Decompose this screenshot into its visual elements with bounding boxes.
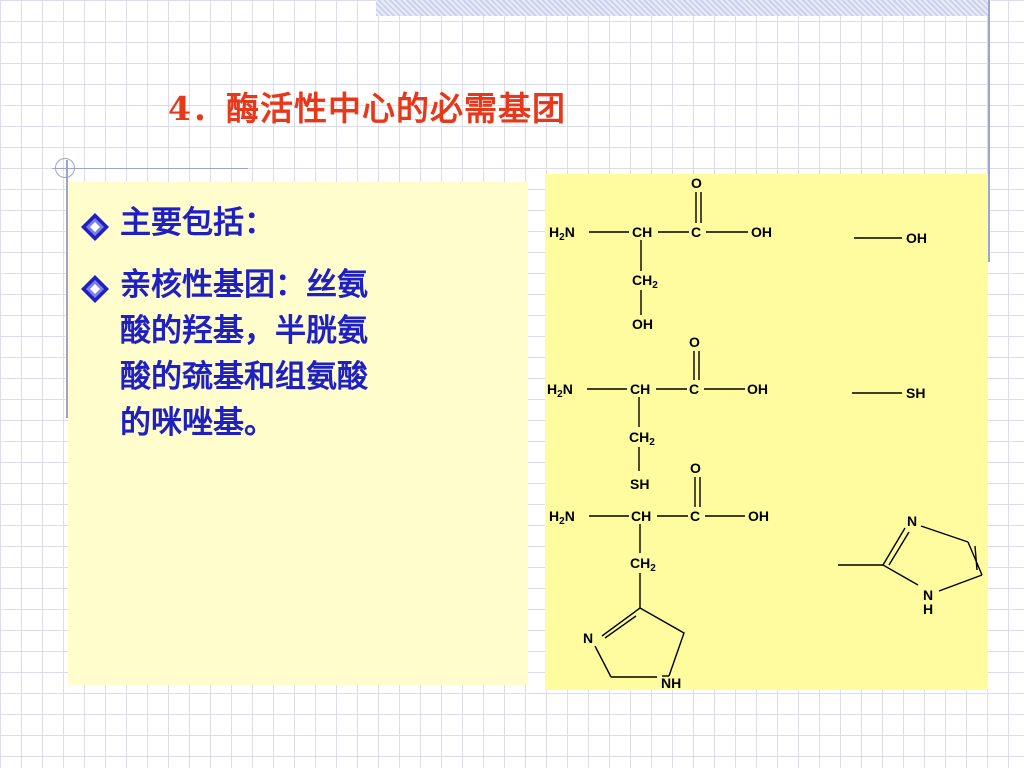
decorative-top-band [376,0,990,16]
decorative-circle-icon [55,158,75,178]
hydroxyl-label: OH [906,230,927,246]
decorative-left-rule [66,160,68,418]
imidazole-n-top: N [907,513,917,529]
structures-svg: O H2N CH C OH CH2 OH O H2N CH C OH [547,175,983,690]
decorative-right-rule [988,0,990,262]
cysteine-amine: H2N [547,381,573,400]
bullet-text-box: 主要包括： 亲核性基团：丝氨 酸的羟基，半胱氨 酸的巯基和组氨酸 的咪唑基。 [68,182,528,685]
amino-acid-structures-figure: O H2N CH C OH CH2 OH O H2N CH C OH [545,174,988,690]
serine-ch2: CH2 [632,272,658,291]
imidazole-n-bottom: N [923,587,933,603]
hydroxyl-group: OH [854,230,927,246]
serine-amine: H2N [549,224,575,243]
cysteine-carboxyl-oh: OH [747,381,768,397]
bullet-item-1: 主要包括： [80,200,500,246]
slide-title: 4．酶活性中心的必需基团 [168,89,566,128]
histidine-ring-nh: NH [661,675,681,690]
histidine-ch2: CH2 [630,555,656,574]
histidine-ring-n: N [583,630,593,646]
bullet-text: 主要包括： [120,205,275,241]
bullet-item-2: 亲核性基团：丝氨 酸的羟基，半胱氨 酸的巯基和组氨酸 的咪唑基。 [80,262,500,446]
imidazole-h: H [923,601,933,617]
serine-alpha-ch: CH [632,224,652,240]
serine-carboxyl-oh: OH [751,224,772,240]
histidine-alpha-ch: CH [631,508,651,524]
cysteine-side-chain: SH [630,476,649,492]
diamond-bullet-icon [81,275,109,303]
serine-carboxyl-c: C [691,224,701,240]
decorative-horizontal-rule [52,168,248,169]
sulfhydryl-label: SH [906,385,925,401]
serine-carbonyl-o: O [691,175,702,191]
sulfhydryl-group: SH [852,385,925,401]
cysteine-ch2: CH2 [629,429,655,448]
imidazole-group: N N H [838,513,983,617]
histidine-carboxyl-oh: OH [748,508,769,524]
histidine-carbonyl-o: O [690,460,701,476]
serine-structure: O H2N CH C OH CH2 OH [549,175,772,332]
bullet-text: 亲核性基团：丝氨 酸的羟基，半胱氨 酸的巯基和组氨酸 的咪唑基。 [120,267,368,441]
histidine-carboxyl-c: C [690,508,700,524]
diamond-bullet-icon [81,213,109,241]
serine-side-chain: OH [632,316,653,332]
histidine-structure: O H2N CH C OH CH2 N NH [549,460,769,690]
cysteine-structure: O H2N CH C OH CH2 SH [547,334,768,492]
cysteine-carbonyl-o: O [689,334,700,350]
cysteine-alpha-ch: CH [630,381,650,397]
histidine-amine: H2N [549,508,575,527]
cysteine-carboxyl-c: C [689,381,699,397]
